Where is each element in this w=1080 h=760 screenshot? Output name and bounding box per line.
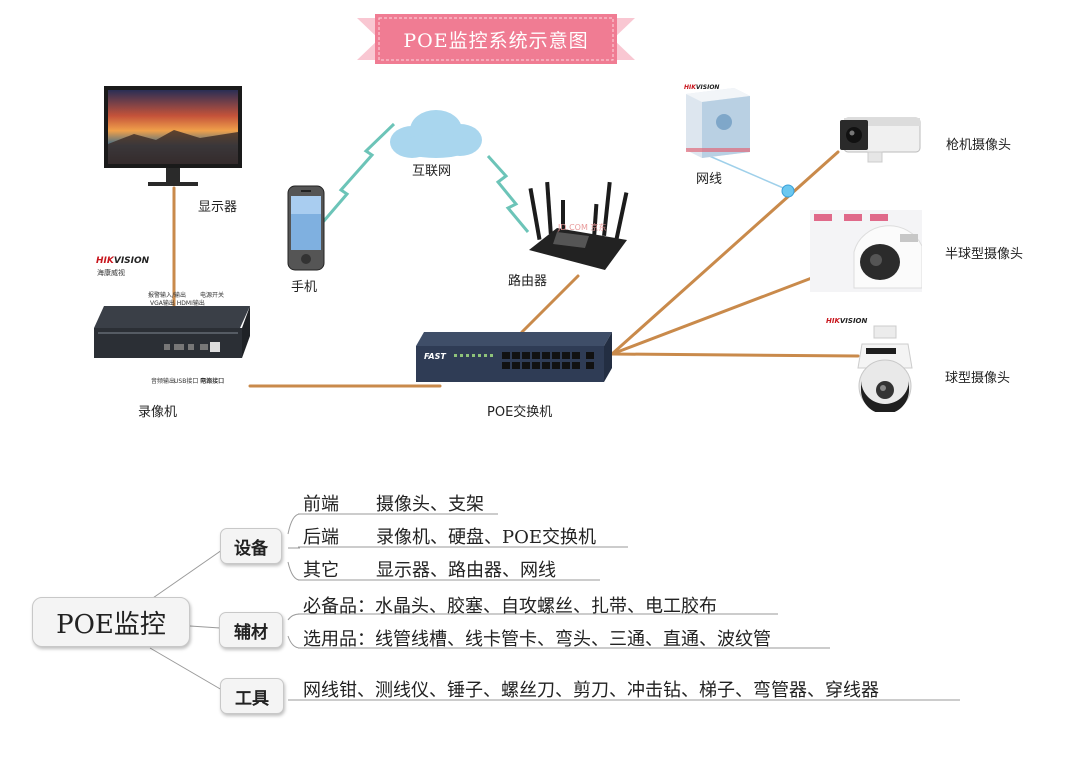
cloud-icon bbox=[390, 110, 482, 158]
cable-pointer-line bbox=[699, 151, 789, 191]
title-banner: POE监控系统示意图 bbox=[357, 10, 635, 68]
devices-item-frontend-key: 前端 bbox=[303, 494, 339, 515]
nvr-label: 录像机 bbox=[138, 405, 178, 420]
cable-box-brand-prefix: HIK bbox=[684, 84, 696, 91]
devices-item-other-key: 其它 bbox=[303, 560, 339, 581]
branch-tools-label: 工具 bbox=[235, 688, 269, 709]
mindmap-root-label: POE监控 bbox=[56, 609, 166, 640]
mindmap-branch-tools: 工具 bbox=[220, 678, 284, 714]
nvr-brand-prefix: HIK bbox=[96, 256, 114, 266]
dome-camera-icon bbox=[810, 210, 923, 292]
cable-box-brand: HIKVISION bbox=[684, 84, 719, 91]
phone-device bbox=[287, 185, 325, 271]
bullet-camera-label: 枪机摄像头 bbox=[946, 138, 1012, 153]
wireless-signal-router bbox=[486, 154, 530, 233]
bullet-camera-icon bbox=[840, 117, 921, 163]
nvr-icon bbox=[94, 306, 250, 358]
router-device bbox=[527, 178, 631, 274]
dome-camera-device bbox=[810, 210, 923, 292]
switch-dome-cable bbox=[610, 266, 840, 356]
internet-label: 互联网 bbox=[412, 164, 452, 179]
ptz-camera-icon bbox=[857, 325, 913, 414]
monitor-label: 显示器 bbox=[198, 200, 238, 215]
mindmap-root: POE监控 bbox=[32, 597, 190, 647]
devices-item-frontend-value: 摄像头、支架 bbox=[376, 494, 484, 515]
ribbon-shape bbox=[357, 14, 635, 64]
cable-box-brand-rest: VISION bbox=[695, 84, 720, 91]
materials-item-optional: 选用品：线管线槽、线卡管卡、弯头、三通、直通、波纹管 bbox=[303, 629, 771, 650]
router-switch-cable bbox=[520, 274, 580, 334]
router-label: 路由器 bbox=[508, 274, 548, 289]
devices-item-backend-value: 录像机、硬盘、POE交换机 bbox=[376, 527, 597, 548]
monitor-device bbox=[104, 86, 242, 190]
ptz-camera-label: 球型摄像头 bbox=[945, 371, 1011, 386]
cable-label: 网线 bbox=[696, 172, 723, 187]
tools-item: 网线钳、测线仪、锤子、螺丝刀、剪刀、冲击钻、梯子、弯管器、穿线器 bbox=[303, 680, 879, 701]
poe-switch-label: POE交换机 bbox=[487, 405, 553, 420]
ptz-camera-device bbox=[852, 324, 918, 414]
poe-switch-brand: FAST bbox=[424, 352, 446, 361]
nvr-port-label-audio: 音频输出 bbox=[151, 378, 176, 385]
mindmap-branch-devices: 设备 bbox=[220, 528, 282, 564]
cable-box-device bbox=[678, 82, 756, 162]
switch-ptz-cable bbox=[610, 352, 860, 358]
branch-devices-label: 设备 bbox=[234, 538, 268, 559]
root-to-devices-line bbox=[149, 549, 223, 601]
mindmap-branch-materials: 辅材 bbox=[219, 612, 283, 648]
bullet-camera-device bbox=[838, 114, 922, 164]
cable-box-icon bbox=[686, 88, 750, 158]
nvr-port-label-video: VGA输出 HDMI输出 bbox=[150, 300, 205, 307]
nvr-brand: HIKVISION bbox=[96, 256, 149, 266]
poe-switch-icon bbox=[416, 332, 612, 382]
router-watermark: JD.COM 京东 bbox=[558, 223, 607, 232]
nvr-brand-cn: 海康威视 bbox=[97, 269, 125, 277]
cable-junction-dot bbox=[781, 184, 795, 198]
phone-label: 手机 bbox=[291, 280, 318, 295]
page-title: POE监控系统示意图 bbox=[403, 29, 589, 52]
internet-cloud bbox=[382, 108, 486, 160]
nvr-brand-rest: VISION bbox=[113, 256, 150, 266]
dome-camera-label: 半球型摄像头 bbox=[945, 247, 1024, 262]
ptz-camera-brand-prefix: HIK bbox=[826, 317, 840, 325]
ptz-camera-brand-rest: VISION bbox=[839, 317, 868, 325]
branch-materials-label: 辅材 bbox=[234, 622, 268, 643]
root-to-tools-line bbox=[149, 647, 223, 691]
poe-switch-device bbox=[414, 332, 614, 384]
nvr-device bbox=[92, 306, 252, 360]
nvr-port-label-alarm: 报警输入/输出 bbox=[148, 292, 187, 299]
devices-item-other-value: 显示器、路由器、网线 bbox=[376, 560, 556, 581]
wireless-signal-phone bbox=[321, 122, 396, 223]
materials-item-required: 必备品：水晶头、胶塞、自攻螺丝、扎带、电工胶布 bbox=[303, 596, 717, 617]
materials-bracket bbox=[287, 613, 301, 649]
devices-item-backend-key: 后端 bbox=[303, 527, 339, 548]
monitor-icon bbox=[104, 86, 242, 186]
router-icon bbox=[528, 181, 629, 270]
nvr-port-label-power-switch: 电源开关 bbox=[200, 292, 225, 299]
nvr-port-label-power: 电源接口 bbox=[200, 378, 225, 385]
switch-bullet-cable bbox=[610, 150, 840, 356]
nvr-port-label-usb-network: USB接口 网络接口 bbox=[174, 378, 225, 385]
ptz-camera-brand: HIKVISION bbox=[826, 317, 867, 325]
phone-icon bbox=[287, 185, 325, 271]
root-to-materials-line bbox=[189, 625, 221, 629]
